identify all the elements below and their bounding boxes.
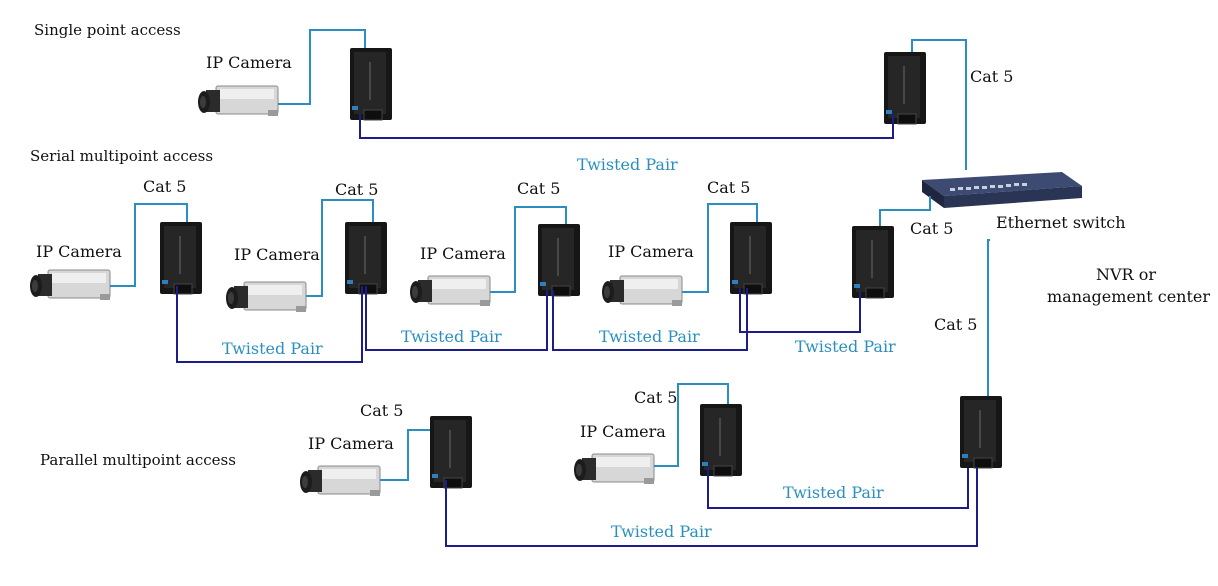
cat5-cable: [306, 199, 374, 297]
twisted-pair-label: Twisted Pair: [599, 327, 700, 346]
cat5-cable: [654, 383, 729, 467]
cat5-label: Cat 5: [910, 219, 953, 238]
twisted-pair-label: Twisted Pair: [611, 522, 712, 541]
twisted-pair-label: Twisted Pair: [783, 483, 884, 502]
cat5-cable: [987, 239, 990, 396]
camera-label: IP Camera: [206, 53, 292, 72]
nvr-label-line2: management center: [1047, 287, 1210, 306]
camera-label: IP Camera: [580, 422, 666, 441]
cat5-cable: [682, 203, 758, 293]
media-converter-icon: [349, 47, 393, 121]
twisted-pair-cable: [176, 286, 363, 363]
twisted-pair-cable: [445, 468, 978, 547]
ip-camera-icon: [29, 269, 111, 301]
camera-label: IP Camera: [608, 242, 694, 261]
ip-camera-icon: [409, 275, 491, 307]
camera-label: IP Camera: [308, 434, 394, 453]
nvr-label-line1: NVR or: [1096, 265, 1156, 284]
ip-camera-icon: [225, 281, 307, 313]
cat5-label: Cat 5: [143, 177, 186, 196]
twisted-pair-label: Twisted Pair: [401, 327, 502, 346]
ethernet-switch-label: Ethernet switch: [996, 213, 1126, 232]
twisted-pair-label: Twisted Pair: [795, 337, 896, 356]
media-converter-icon: [537, 223, 581, 297]
twisted-pair-cable: [365, 286, 548, 351]
media-converter-icon: [699, 403, 743, 477]
media-converter-icon: [851, 225, 895, 299]
media-converter-icon: [729, 221, 773, 295]
ip-camera-icon: [299, 465, 381, 497]
ip-camera-icon: [601, 275, 683, 307]
cat5-label: Cat 5: [360, 401, 403, 420]
twisted-pair-cable: [739, 288, 861, 333]
twisted-pair-cable: [359, 114, 894, 139]
media-converter-icon: [959, 395, 1003, 469]
twisted-pair-label: Twisted Pair: [577, 155, 678, 174]
cat5-label: Cat 5: [517, 179, 560, 198]
cat5-label: Cat 5: [634, 388, 677, 407]
camera-label: IP Camera: [234, 245, 320, 264]
media-converter-icon: [429, 415, 473, 489]
ip-camera-icon: [197, 85, 279, 117]
cat5-label: Cat 5: [970, 67, 1013, 86]
media-converter-icon: [159, 221, 203, 295]
cat5-label: Cat 5: [335, 180, 378, 199]
cat5-cable: [278, 29, 366, 105]
ip-camera-icon: [573, 453, 655, 485]
camera-label: IP Camera: [420, 244, 506, 263]
section-title-serial: Serial multipoint access: [30, 147, 213, 165]
cat5-cable: [879, 196, 931, 226]
section-title-parallel: Parallel multipoint access: [40, 451, 236, 469]
cat5-label: Cat 5: [707, 178, 750, 197]
cat5-cable: [490, 206, 567, 293]
twisted-pair-cable: [552, 288, 748, 351]
twisted-pair-cable: [707, 468, 969, 509]
section-title-single: Single point access: [34, 21, 181, 39]
cat5-cable: [110, 203, 188, 287]
camera-label: IP Camera: [36, 242, 122, 261]
media-converter-icon: [883, 51, 927, 125]
cat5-label: Cat 5: [934, 315, 977, 334]
twisted-pair-label: Twisted Pair: [222, 339, 323, 358]
media-converter-icon: [344, 221, 388, 295]
cat5-cable: [911, 39, 967, 170]
ethernet-switch-icon: [922, 172, 1082, 208]
